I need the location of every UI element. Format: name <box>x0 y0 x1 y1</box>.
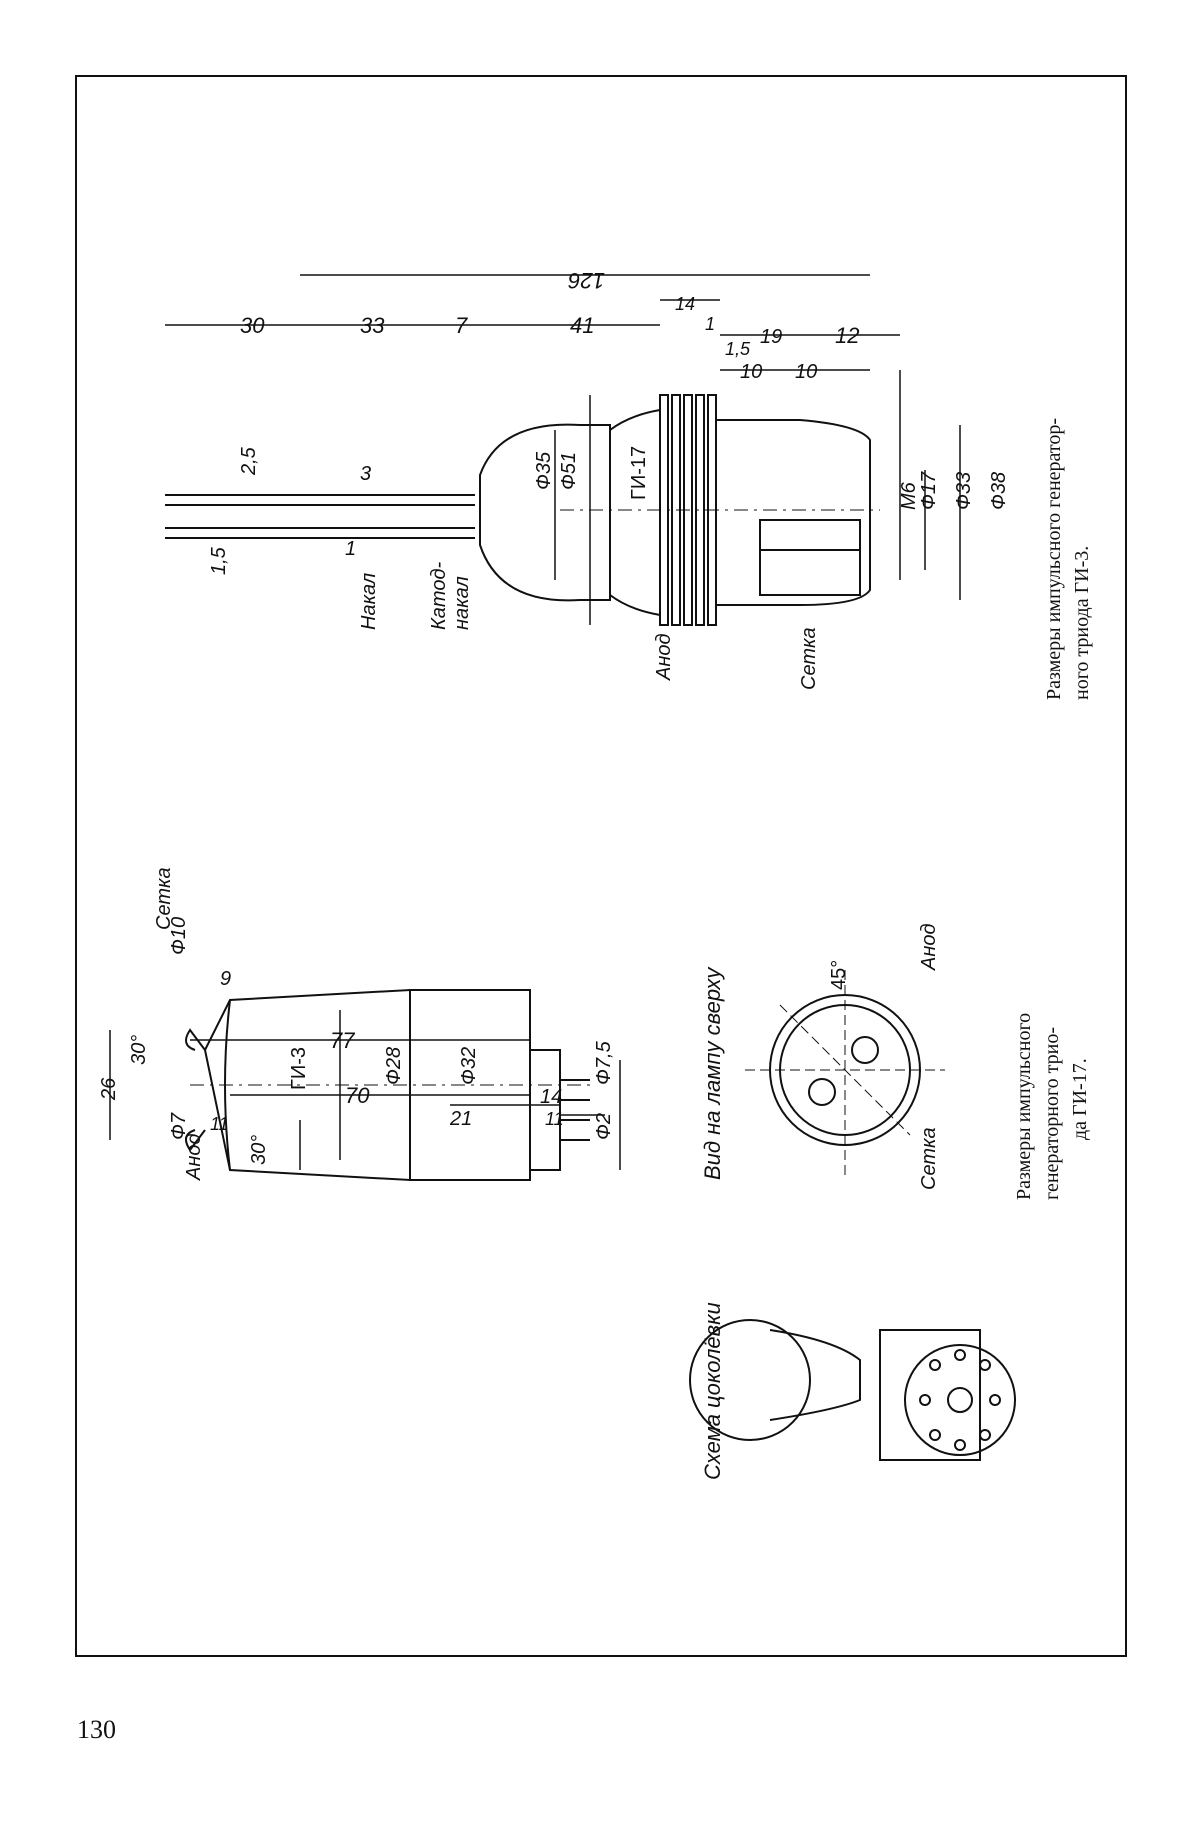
gi17-label-cathode-2: накал <box>451 576 473 630</box>
gi17-dim-1: 1 <box>705 314 715 334</box>
gi17-dim-7: 7 <box>455 313 468 338</box>
gi3-caption-line2: генераторного трио- <box>1041 1027 1063 1200</box>
gi17-tube-label: ГИ-17 <box>628 446 650 500</box>
top-view-drawing <box>745 970 945 1175</box>
gi17-dim-126: 126 <box>568 268 605 293</box>
gi3-dim-11b: 11 <box>545 1109 564 1129</box>
gi3-label-grid: Сетка <box>153 867 175 930</box>
gi17-dim-41: 41 <box>570 313 594 338</box>
gi3-dim-d32: Ф32 <box>458 1047 480 1085</box>
gi17-caption-line2: ного триода ГИ-3. <box>1071 546 1093 700</box>
gi17-label-cathode-1: Катод- <box>428 561 450 630</box>
gi17-caption-line1: Размеры импульсного генератор- <box>1043 418 1065 700</box>
gi3-dim-9: 9 <box>220 968 231 990</box>
page-number: 130 <box>77 1715 116 1745</box>
gi3-dim-14: 14 <box>540 1086 562 1108</box>
base-schema-drawing <box>690 1320 1015 1460</box>
gi3-dim-26: 26 <box>98 1077 120 1101</box>
gi3-tube-label: ГИ-3 <box>288 1047 310 1090</box>
top-view-label-grid: Сетка <box>918 1127 940 1190</box>
gi3-dim-11: 11 <box>210 1114 229 1134</box>
gi17-label-grid: Сетка <box>798 627 820 690</box>
gi17-dim-m6: М6 <box>898 481 920 510</box>
gi17-dim-1-5: 1,5 <box>725 339 751 359</box>
gi3-dim-30-bot: 30° <box>248 1135 270 1165</box>
gi3-dim-30-top: 30° <box>128 1035 150 1065</box>
gi17-dim-1-5b: 1,5 <box>208 546 230 575</box>
gi17-label-heater: Накал <box>358 573 380 630</box>
gi17-dim-12: 12 <box>835 323 859 348</box>
gi17-dim-d17: Ф17 <box>918 471 940 510</box>
gi3-caption-line3: да ГИ-17. <box>1069 1058 1091 1140</box>
gi3-dim-d28: Ф28 <box>383 1047 405 1085</box>
base-schema-title: Схема цоколёвки <box>700 1302 725 1480</box>
drawing-frame <box>76 76 1126 1656</box>
gi3-caption-line1: Размеры импульсного <box>1013 1013 1035 1200</box>
top-view-label-anode: Анод <box>918 923 940 971</box>
gi17-dim-10a: 10 <box>740 361 762 383</box>
gi17-drawing <box>165 395 880 625</box>
gi17-dim-2-5: 2,5 <box>238 446 260 476</box>
gi17-dim-19: 19 <box>760 326 782 348</box>
gi17-dim-33: 33 <box>360 313 385 338</box>
gi3-dim-d7-5: Ф7,5 <box>593 1040 615 1085</box>
gi17-dim-d33: Ф33 <box>953 472 975 510</box>
gi17-dim-14: 14 <box>675 294 695 314</box>
top-view-angle: 45° <box>828 960 850 990</box>
gi3-dim-d2: Ф2 <box>593 1113 615 1140</box>
gi17-dim-1b: 1 <box>345 538 356 560</box>
gi17-dim-3: 3 <box>360 463 371 485</box>
top-view-title: Вид на лампу сверху <box>700 966 725 1180</box>
gi17-dim-d35: Ф35 <box>533 451 555 490</box>
gi17-dim-d51: Ф51 <box>558 452 580 490</box>
gi17-dim-30: 30 <box>240 313 265 338</box>
gi17-dim-10b: 10 <box>795 361 817 383</box>
gi3-dim-21: 21 <box>449 1108 472 1130</box>
gi17-label-anode: Анод <box>653 633 675 681</box>
gi3-label-anode: Анод <box>183 1133 205 1181</box>
gi3-dim-77: 77 <box>330 1028 355 1053</box>
gi3-dim-70: 70 <box>345 1083 370 1108</box>
gi17-dim-d38: Ф38 <box>988 472 1010 510</box>
